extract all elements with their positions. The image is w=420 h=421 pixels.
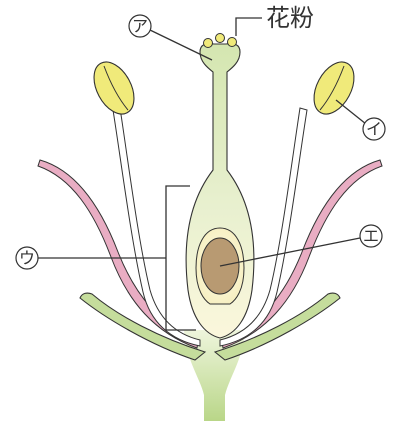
anther-left xyxy=(86,55,142,120)
anther-right xyxy=(306,55,362,120)
filament-left xyxy=(113,108,200,346)
label-a: ア xyxy=(132,17,148,36)
label-u: ウ xyxy=(19,249,35,268)
label-pollen: 花粉 xyxy=(266,4,314,32)
leader-pollen xyxy=(236,18,262,36)
label-i: イ xyxy=(366,120,382,139)
label-e: エ xyxy=(363,227,379,246)
leader-i xyxy=(336,100,366,124)
